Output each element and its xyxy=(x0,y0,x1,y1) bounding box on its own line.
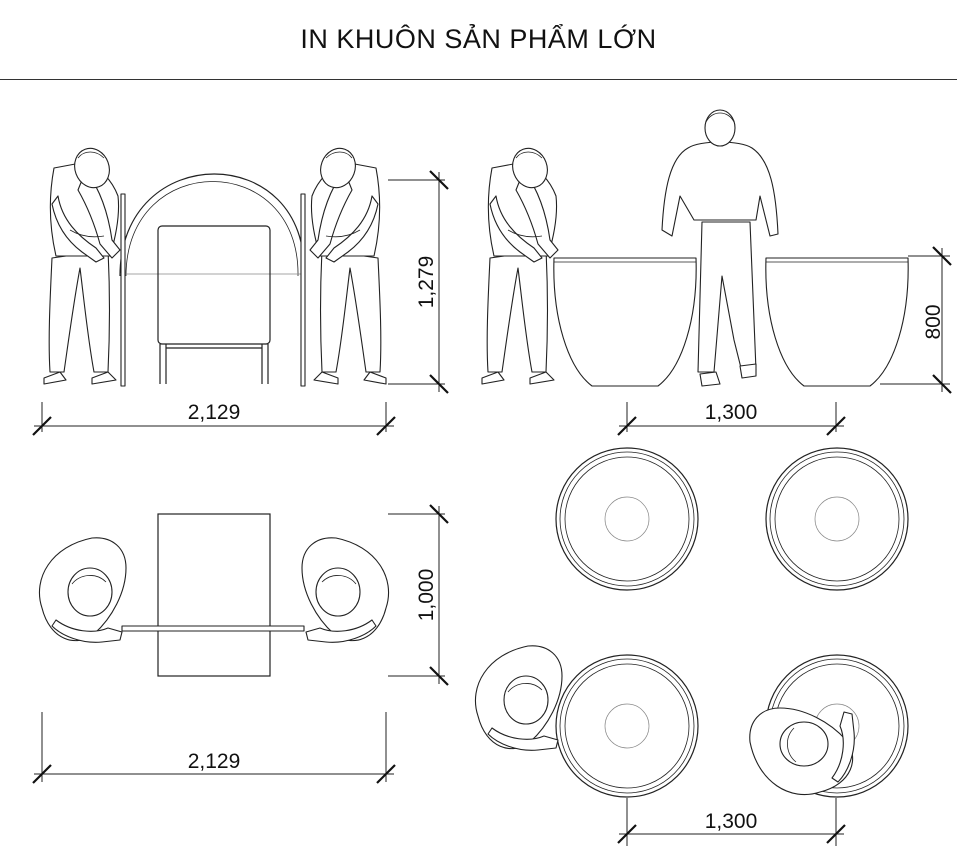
dimension-pot-spacing-plan: 1,300 xyxy=(617,798,846,846)
mold-body xyxy=(157,225,271,345)
dim-label-pot-spacing-plan: 1,300 xyxy=(705,810,758,833)
person-plan-right xyxy=(301,537,390,643)
dim-label-arch-width-front: 2,129 xyxy=(188,401,241,424)
pot-left-elevation xyxy=(553,257,697,387)
person-plan-left xyxy=(38,537,127,643)
pot-plan-1 xyxy=(555,447,699,591)
arch-plan-bar xyxy=(121,625,305,632)
pot-plan-3 xyxy=(555,654,699,798)
drawing-title: IN KHUÔN SẢN PHẨM LỚN xyxy=(300,24,657,54)
dimension-arch-width-plan: 2,129 xyxy=(32,712,396,784)
pot-plan-2 xyxy=(765,447,909,591)
person-left-arch xyxy=(43,142,121,385)
dim-label-arch-depth: 1,000 xyxy=(415,569,438,622)
pot-right-elevation xyxy=(765,257,909,387)
person-right-arch xyxy=(309,142,387,385)
dimension-arch-depth: 1,000 xyxy=(388,504,449,686)
mold-plan xyxy=(157,513,271,677)
dim-label-arch-width-plan: 2,129 xyxy=(188,750,241,773)
dimension-pot-spacing-front: 1,300 xyxy=(617,401,846,436)
dim-label-pot-height: 800 xyxy=(922,304,945,339)
person-plan-pot-middle xyxy=(749,707,855,796)
person-standing-back xyxy=(661,109,779,387)
mold-stand xyxy=(159,344,269,384)
pots-elevation xyxy=(481,109,909,387)
arch-elevation xyxy=(43,142,387,387)
dim-label-arch-height: 1,279 xyxy=(415,256,438,309)
dimension-pot-height: 800 xyxy=(880,246,952,394)
dimension-arch-height: 1,279 xyxy=(388,170,449,394)
person-plan-pot-left xyxy=(474,645,563,751)
pots-plan-with-people xyxy=(474,645,909,798)
dimension-arch-width-front: 2,129 xyxy=(32,401,396,436)
arch-outer xyxy=(119,173,305,277)
person-bent-pot xyxy=(481,142,559,385)
pots-plan-empty xyxy=(555,447,909,591)
dim-label-pot-spacing-front: 1,300 xyxy=(705,401,758,424)
arch-inner xyxy=(125,181,299,277)
title-bar: IN KHUÔN SẢN PHẨM LỚN xyxy=(0,0,957,80)
arch-plan xyxy=(38,513,390,677)
